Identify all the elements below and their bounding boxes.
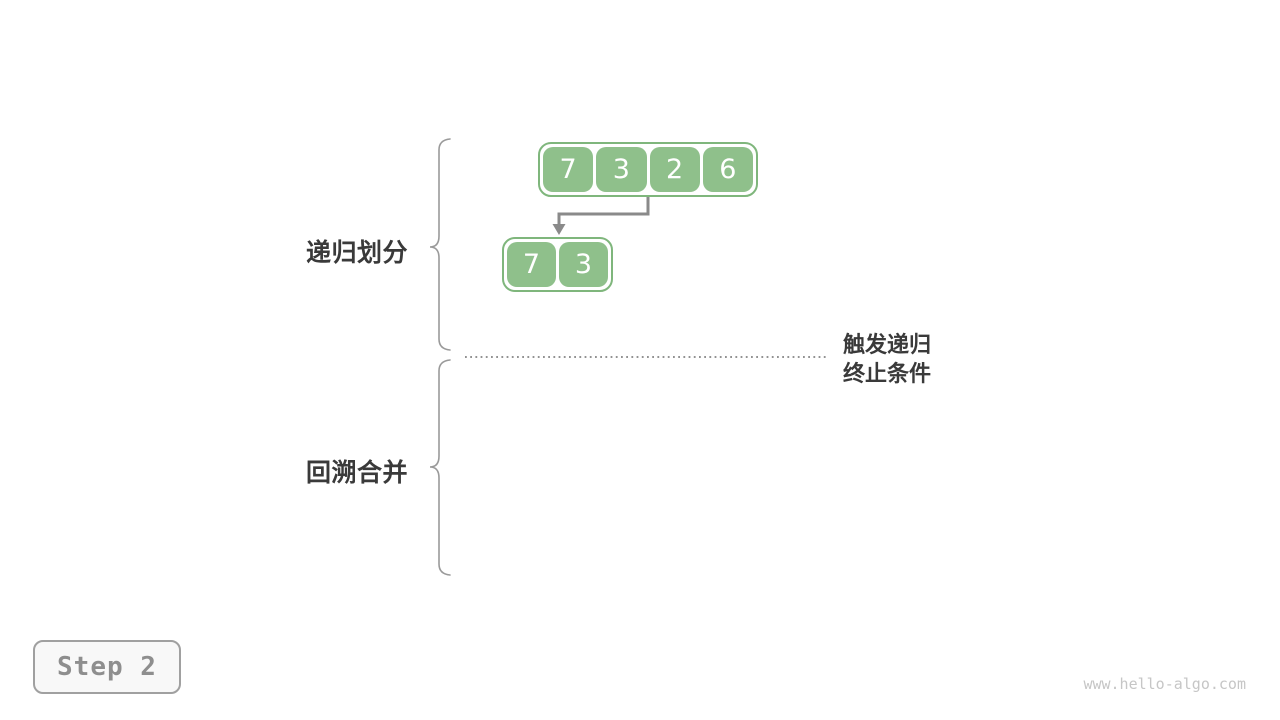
terminate-note-line1: 触发递归 [843,332,932,357]
array-parent: 7 3 2 6 [538,142,758,197]
label-recursive-divide: 递归划分 [305,239,408,267]
terminate-note-line2: 终止条件 [843,361,932,386]
brace-merge [429,359,451,576]
array-child-cell: 7 [507,242,556,287]
array-parent-cell: 6 [702,147,753,192]
brace-divide [429,138,451,351]
array-child-cell: 3 [559,242,608,287]
array-child: 7 3 [502,237,613,292]
split-arrowhead [552,224,566,235]
step-badge: Step 2 [33,640,181,694]
array-parent-cell: 7 [543,147,594,192]
label-backtrack-merge: 回溯合并 [305,459,408,487]
watermark: www.hello-algo.com [1083,675,1246,693]
split-arrow [557,197,650,226]
array-parent-cell: 3 [596,147,647,192]
array-parent-cell: 2 [649,147,700,192]
terminate-note: 触发递归 终止条件 [843,330,931,388]
